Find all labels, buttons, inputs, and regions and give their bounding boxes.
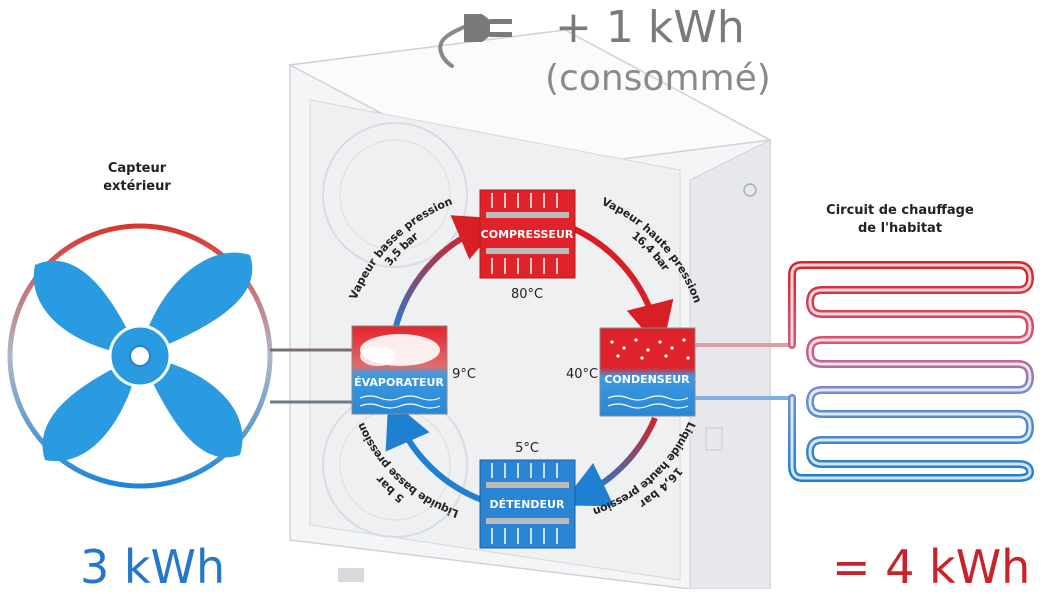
compressor-box: COMPRESSEUR (479, 189, 576, 279)
energy-output-value: = 4 kWh (832, 540, 1031, 594)
compressor-temperature: 80°C (511, 287, 543, 302)
compressor-label: COMPRESSEUR (481, 228, 574, 241)
arc-evaporator-to-compressor (392, 215, 505, 331)
heating-circuit-label-line2: de l'habitat (857, 221, 943, 236)
arc-expansion-to-evaporator (385, 398, 484, 503)
heating-pipes (695, 343, 792, 400)
fan-pipes (270, 348, 352, 404)
arc-condenser-to-expansion (560, 416, 658, 507)
evaporator-label: ÉVAPORATEUR (354, 376, 444, 389)
heating-circuit-label: Circuit de chauffage de l'habitat (815, 202, 985, 238)
outdoor-sensor-label-line1: Capteur (107, 161, 167, 176)
arc-compressor-to-condenser (570, 225, 674, 352)
condenser-temperature: 40°C (566, 367, 598, 382)
evaporator-box: ÉVAPORATEUR (351, 325, 448, 415)
heating-circuit-label-line1: Circuit de chauffage (826, 203, 974, 218)
energy-consumed-note: (consommé) (545, 58, 771, 99)
outdoor-sensor-label-line2: extérieur (103, 179, 171, 194)
expansion-valve-label: DÉTENDEUR (490, 498, 565, 511)
energy-consumed-value: + 1 kWh (555, 2, 745, 53)
condenser-label: CONDENSEUR (604, 373, 690, 386)
plug-icon (438, 14, 512, 68)
expansion-valve-temperature: 5°C (515, 441, 539, 456)
heating-coil-icon (788, 261, 1034, 482)
expansion-valve-box: DÉTENDEUR (479, 459, 576, 549)
condenser-box: CONDENSEUR (599, 327, 696, 417)
evaporator-temperature: 9°C (452, 367, 476, 382)
fan-icon (7, 223, 273, 489)
compression-arrows (491, 193, 558, 274)
energy-captured-value: 3 kWh (80, 540, 226, 594)
refrigerant-cycle (385, 215, 674, 507)
condensation-drops (610, 338, 690, 360)
outdoor-sensor-label: Capteur extérieur (82, 160, 192, 196)
expansion-arrows (491, 463, 558, 544)
